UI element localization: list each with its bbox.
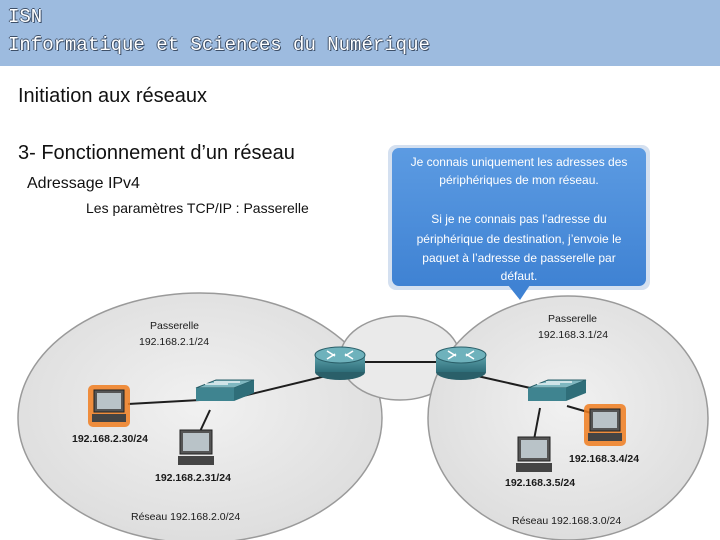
- pc-right-highlighted-icon: [584, 404, 626, 446]
- callout-line-5: paquet à l’adresse de passerelle par: [422, 251, 615, 265]
- switch-right-icon: [527, 379, 587, 401]
- left-gateway-label: Passerelle: [150, 320, 199, 332]
- right-host-highlighted-ip: 192.168.3.4/24: [569, 453, 639, 465]
- banner-title-acronym: ISN: [8, 6, 43, 28]
- subsection-heading: Adressage IPv4: [27, 175, 140, 192]
- callout-line-2: périphériques de mon réseau.: [439, 173, 598, 187]
- pc-left-icon: [178, 429, 214, 465]
- callout-line-6: défaut.: [501, 269, 538, 283]
- right-gateway-label: Passerelle: [548, 313, 597, 325]
- banner-title-full: Informatique et Sciences du Numérique: [8, 34, 430, 56]
- router-left-icon: [314, 346, 366, 380]
- slide-title: Initiation aux réseaux: [18, 85, 208, 107]
- callout-line-3: Si je ne connais pas l’adresse du: [431, 212, 606, 226]
- callout-line-1: Je connais uniquement les adresses des: [411, 155, 628, 169]
- left-network-zone: [17, 292, 383, 540]
- right-network-label: Réseau 192.168.3.0/24: [512, 515, 621, 527]
- topic-heading: Les paramètres TCP/IP : Passerelle: [86, 200, 309, 216]
- router-right-icon: [435, 346, 487, 380]
- left-host-highlighted-ip: 192.168.2.30/24: [72, 433, 148, 445]
- right-network-zone: [427, 295, 709, 540]
- left-network-label: Réseau 192.168.2.0/24: [131, 511, 240, 523]
- switch-left-icon: [195, 379, 255, 401]
- right-gateway-ip: 192.168.3.1/24: [538, 329, 608, 341]
- gateway-callout: Je connais uniquement les adresses des p…: [388, 145, 650, 300]
- pc-right-icon: [516, 436, 552, 472]
- section-heading: 3- Fonctionnement d’un réseau: [18, 142, 295, 164]
- title-banner: ISN Informatique et Sciences du Numériqu…: [0, 0, 720, 66]
- right-host-ip: 192.168.3.5/24: [505, 477, 575, 489]
- callout-line-4: périphérique de destination, j’envoie le: [417, 232, 622, 246]
- pc-left-highlighted-icon: [88, 385, 130, 427]
- left-host-ip: 192.168.2.31/24: [155, 472, 231, 484]
- left-gateway-ip: 192.168.2.1/24: [139, 336, 209, 348]
